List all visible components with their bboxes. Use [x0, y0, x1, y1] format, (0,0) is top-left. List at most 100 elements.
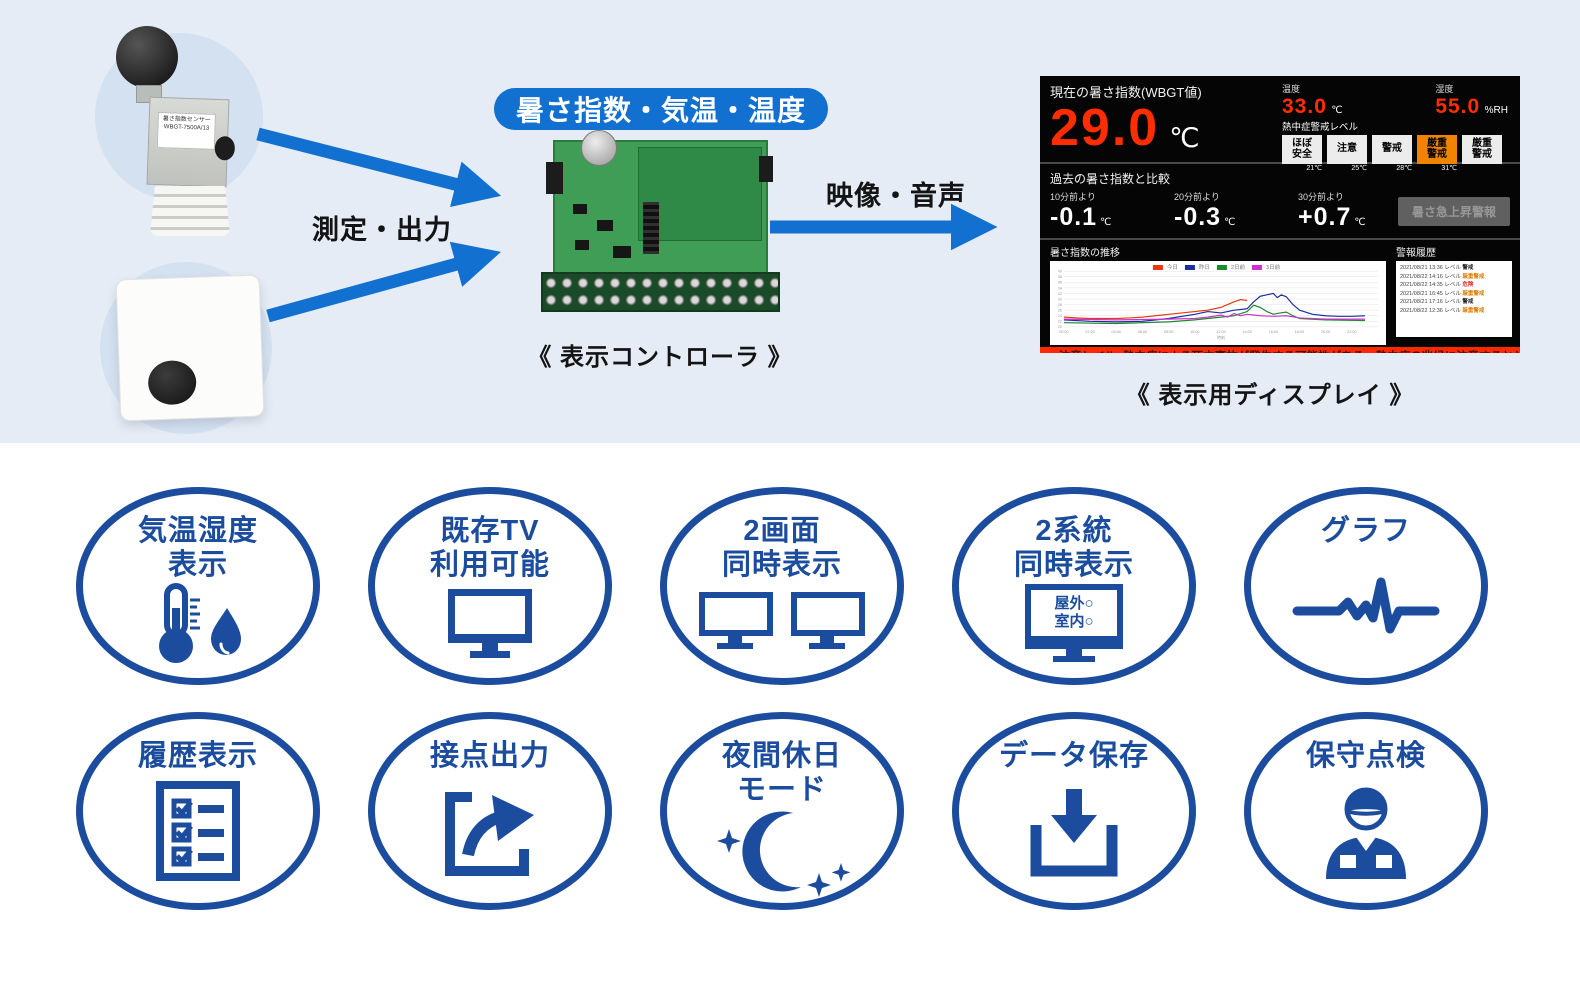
temperature-unit: ℃	[1331, 105, 1343, 116]
wbgt-title: 現在の暑さ指数(WBGT値)	[1050, 85, 1202, 100]
graph-icon	[1291, 548, 1441, 678]
feature-title: データ保存	[999, 739, 1149, 773]
arrow-indoor-to-controller	[266, 241, 502, 323]
svg-text:26: 26	[1058, 309, 1062, 313]
sensor-nameplate: 暑さ指数センサー WBGT-7500A/13	[156, 111, 216, 150]
compare-item: 10分前より-0.1℃	[1050, 192, 1112, 231]
trend-chart-title: 暑さ指数の推移	[1050, 248, 1120, 259]
system-diagram-section: 暑さ指数センサー WBGT-7500A/13 測定・出力 映像・音声 暑さ指数・…	[0, 0, 1580, 443]
svg-text:12:00: 12:00	[1216, 330, 1225, 334]
feature-title: 履歴表示	[138, 739, 258, 773]
features-row-1: 気温湿度 表示 既存TV 利用可能 2画面 同時表示 2系統 同	[76, 487, 1488, 685]
feature-title-line1: グラフ	[1320, 515, 1411, 547]
svg-text:32: 32	[1058, 292, 1062, 296]
outdoor-wbgt-sensor-photo: 暑さ指数センサー WBGT-7500A/13	[146, 96, 236, 188]
feature-existing-tv: 既存TV 利用可能	[368, 487, 612, 685]
alarm-history-entry: 2021/08/22 14:35 レベル 危険	[1400, 282, 1474, 289]
feature-title-line1: 2画面	[743, 515, 821, 547]
arrow-outdoor-to-controller	[256, 127, 502, 207]
feature-history-display: 履歴表示	[76, 712, 320, 910]
feature-title: 夜間休日 モード	[722, 739, 842, 807]
feature-temp-humidity-display: 気温湿度 表示	[76, 487, 320, 685]
wbgt-display-panel: 現在の暑さ指数(WBGT値) 29.0 ℃ 温度 33.0 ℃	[1040, 76, 1520, 353]
sensor-nameplate-line2: WBGT-7500A/13	[163, 123, 210, 132]
moon-stars-icon	[707, 807, 857, 921]
controller-caption: 《 表示コントローラ 》	[527, 344, 793, 371]
feature-title-line1: 夜間休日	[721, 740, 842, 772]
feature-dual-screen: 2画面 同時表示	[660, 487, 904, 685]
pcb-chip	[613, 246, 631, 258]
pcb-right-connector	[759, 156, 773, 182]
svg-text:36: 36	[1058, 281, 1062, 285]
alarm-history-entry: 2021/08/22 14:16 レベル 厳重警戒	[1400, 273, 1485, 280]
svg-text:00:00: 00:00	[1059, 330, 1068, 334]
svg-text:16:00: 16:00	[1269, 330, 1278, 334]
pcb-chip	[573, 204, 587, 214]
svg-text:20:00: 20:00	[1321, 330, 1330, 334]
feature-title-line1: 接点出力	[429, 740, 550, 772]
terminal-block	[541, 272, 780, 312]
svg-text:04:00: 04:00	[1112, 330, 1121, 334]
indoor-sensor-knob	[147, 359, 197, 406]
pcb-pin-header	[643, 202, 659, 254]
display-caption: 《 表示用ディスプレイ 》	[1125, 382, 1415, 409]
thermometer-droplet-icon	[143, 582, 253, 682]
feature-title-line2: 同時表示	[721, 549, 842, 582]
feature-contact-output: 接点出力	[368, 712, 612, 910]
features-row-2: 履歴表示 接点出力 夜間休日 モード データ保存	[76, 712, 1488, 910]
heat-surge-alarm-button: 暑さ急上昇警報	[1398, 197, 1510, 226]
feature-title: 2画面 同時表示	[722, 514, 842, 582]
compare-title: 過去の暑さ指数と比較	[1050, 172, 1171, 186]
svg-text:10:00: 10:00	[1190, 330, 1199, 334]
wbgt-globe-sensor	[116, 26, 178, 88]
controller-board-photo	[541, 130, 780, 312]
alarm-history-title: 警報履歴	[1396, 248, 1436, 259]
feature-title: 既存TV 利用可能	[430, 514, 550, 582]
svg-text:38: 38	[1058, 275, 1062, 279]
checklist-icon	[152, 773, 244, 903]
svg-text:02:00: 02:00	[1085, 330, 1094, 334]
feature-title-line1: 既存TV	[440, 515, 540, 547]
humidity-readout: 湿度 55.0 %RH	[1435, 82, 1508, 119]
feature-title-line1: 気温湿度	[137, 515, 258, 547]
svg-text:22: 22	[1058, 320, 1062, 324]
temperature-label: 温度	[1282, 84, 1301, 94]
alarm-history-entry: 2021/08/21 16:45 レベル 厳重警戒	[1400, 290, 1485, 297]
dual-monitor-icon	[697, 582, 867, 678]
radiation-shield-louver	[150, 186, 230, 236]
alert-level-box: 厳重警戒	[1462, 135, 1502, 173]
video-audio-label: 映像・音声	[826, 181, 966, 211]
dual-system-monitor-icon: 屋外○室内○	[1025, 582, 1123, 678]
feature-title-line2: 利用可能	[429, 549, 550, 582]
alarm-history-entry: 2021/08/22 12:36 レベル 厳重警戒	[1400, 307, 1485, 314]
coin-battery	[581, 130, 617, 166]
humidity-label: 湿度	[1435, 84, 1454, 94]
display-current-section: 現在の暑さ指数(WBGT値) 29.0 ℃ 温度 33.0 ℃	[1040, 76, 1520, 172]
download-tray-icon	[1024, 773, 1124, 903]
warning-ticker: <注意レベル>熱中症による死亡事故が発生する可能性がある。熱中症の兆候に注意する…	[1040, 347, 1520, 353]
feature-title-line1: 履歴表示	[137, 740, 258, 772]
heat-index-badge: 暑さ指数・気温・温度	[494, 88, 828, 130]
svg-text:22:00: 22:00	[1347, 330, 1356, 334]
feature-dual-system: 2系統 同時表示 屋外○室内○	[952, 487, 1196, 685]
temperature-value: 33.0	[1282, 95, 1327, 118]
svg-text:34: 34	[1058, 286, 1062, 290]
feature-title: 保守点検	[1306, 739, 1426, 773]
pcb-chip	[575, 240, 589, 250]
worker-icon	[1314, 773, 1418, 903]
feature-title-line1: 2系統	[1035, 515, 1113, 547]
svg-text:18:00: 18:00	[1295, 330, 1304, 334]
pcb-main-board	[546, 130, 773, 282]
humidity-value: 55.0	[1435, 95, 1481, 118]
feature-title-line2: モード	[736, 774, 827, 807]
svg-text:14:00: 14:00	[1242, 330, 1251, 334]
feature-title-line1: 保守点検	[1305, 740, 1426, 772]
feature-data-save: データ保存	[952, 712, 1196, 910]
feature-title-line2: 表示	[167, 549, 228, 582]
compare-item: 30分前より+0.7℃	[1298, 192, 1366, 231]
tv-icon	[434, 582, 546, 678]
